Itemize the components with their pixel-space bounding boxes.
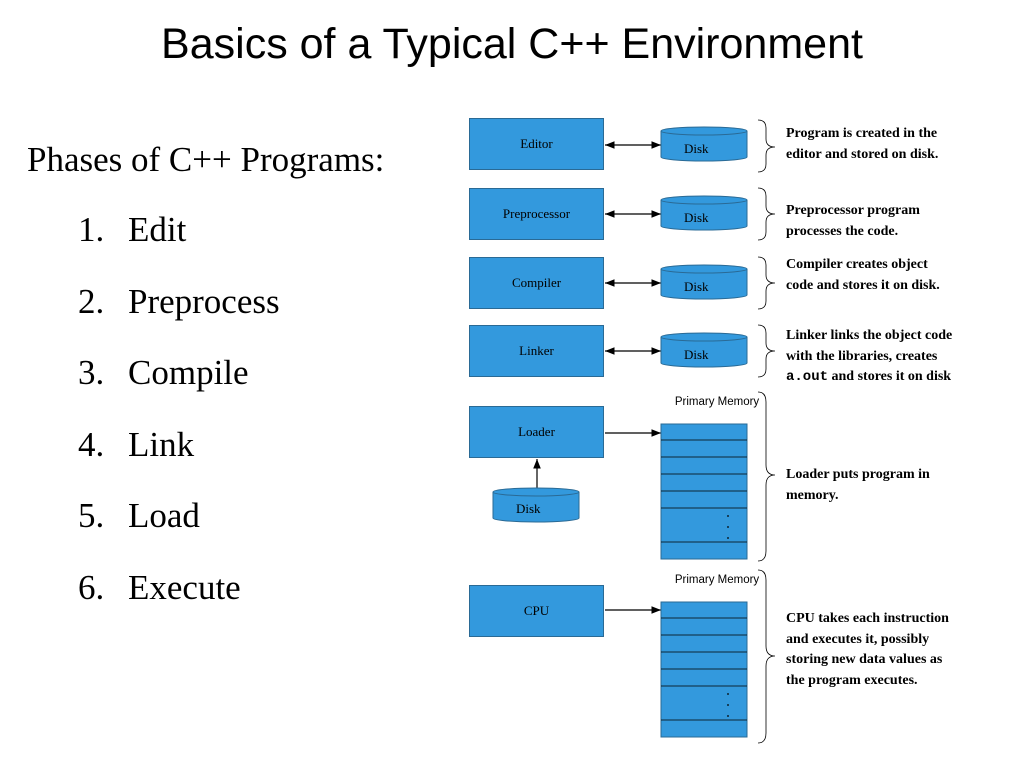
cpu-description: CPU takes each instruction and executes … (786, 611, 949, 688)
preprocessor-brace (757, 187, 776, 241)
loader-disk (492, 487, 580, 523)
cpu-box: CPU (469, 585, 604, 637)
phase-label: Execute (128, 567, 241, 607)
preprocessor-box: Preprocessor (469, 188, 604, 240)
phase-number: 4. (78, 424, 105, 464)
phase-number: 3. (78, 353, 105, 393)
compiler-box: Compiler (469, 257, 604, 309)
preprocessor-label: Preprocessor (502, 206, 571, 221)
phase-item-preprocess: 2. Preprocess (78, 278, 280, 350)
loader-disk-label: Disk (516, 501, 541, 516)
compiler-description: Compiler creates object code and stores … (786, 257, 940, 293)
linker-description-text-end: and stores it on disk (828, 369, 952, 384)
linker-description: Linker links the object code with the li… (786, 326, 961, 388)
phase-number: 5. (78, 496, 105, 536)
loader-description: Loader puts program in memory. (786, 467, 930, 503)
phase-item-link: 4. Link (78, 421, 280, 493)
editor-box: Editor (469, 118, 604, 170)
linker-brace (757, 324, 776, 378)
editor-brace (757, 119, 776, 173)
editor-description: Program is created in the editor and sto… (786, 126, 939, 162)
loader-brace (757, 391, 776, 562)
cpu-memory-label: Primary Memory (674, 574, 760, 586)
phase-number: 6. (78, 567, 105, 607)
compiler-disk-label: Disk (684, 279, 709, 294)
phase-number: 1. (78, 210, 105, 249)
phase-label: Compile (128, 353, 249, 393)
loader-box: Loader (469, 406, 604, 458)
phase-item-compile: 3. Compile (78, 349, 280, 421)
phase-label: Preprocess (128, 281, 280, 321)
linker-disk-label: Disk (684, 347, 709, 362)
editor-disk (660, 126, 748, 162)
cpu-primary-memory (660, 601, 748, 738)
phase-item-edit: 1. Edit (78, 206, 280, 278)
compiler-label: Compiler (511, 275, 562, 290)
linker-description-filename: a.out (786, 369, 829, 385)
phase-item-load: 5. Load (78, 492, 280, 564)
slide-title: Basics of a Typical C++ Environment (161, 20, 863, 68)
loader-primary-memory (660, 423, 748, 560)
cpu-brace (757, 569, 776, 744)
compiler-brace (757, 256, 776, 310)
editor-disk-label: Disk (684, 141, 709, 156)
phase-label: Load (128, 496, 200, 536)
phases-heading: Phases of C++ Programs: (27, 140, 385, 179)
preprocessor-disk (660, 195, 748, 231)
linker-label: Linker (519, 343, 554, 358)
phase-label: Link (128, 424, 195, 464)
compiler-disk (660, 264, 748, 300)
phase-number: 2. (78, 281, 105, 321)
editor-label: Editor (520, 136, 553, 151)
linker-description-text: Linker links the object code with the li… (786, 328, 953, 364)
cpu-label: CPU (523, 603, 550, 618)
loader-label: Loader (518, 424, 555, 439)
phase-label: Edit (128, 210, 187, 249)
phase-item-execute: 6. Execute (78, 564, 280, 636)
phase-list: 1. Edit 2. Preprocess 3. Compile 4. Link 5. L… (78, 206, 280, 636)
preprocessor-description: Preprocessor program processes the code. (786, 203, 920, 239)
linker-box: Linker (469, 325, 604, 377)
loader-memory-label: Primary Memory (674, 396, 760, 408)
linker-disk (660, 332, 748, 368)
preprocessor-disk-label: Disk (684, 210, 709, 225)
